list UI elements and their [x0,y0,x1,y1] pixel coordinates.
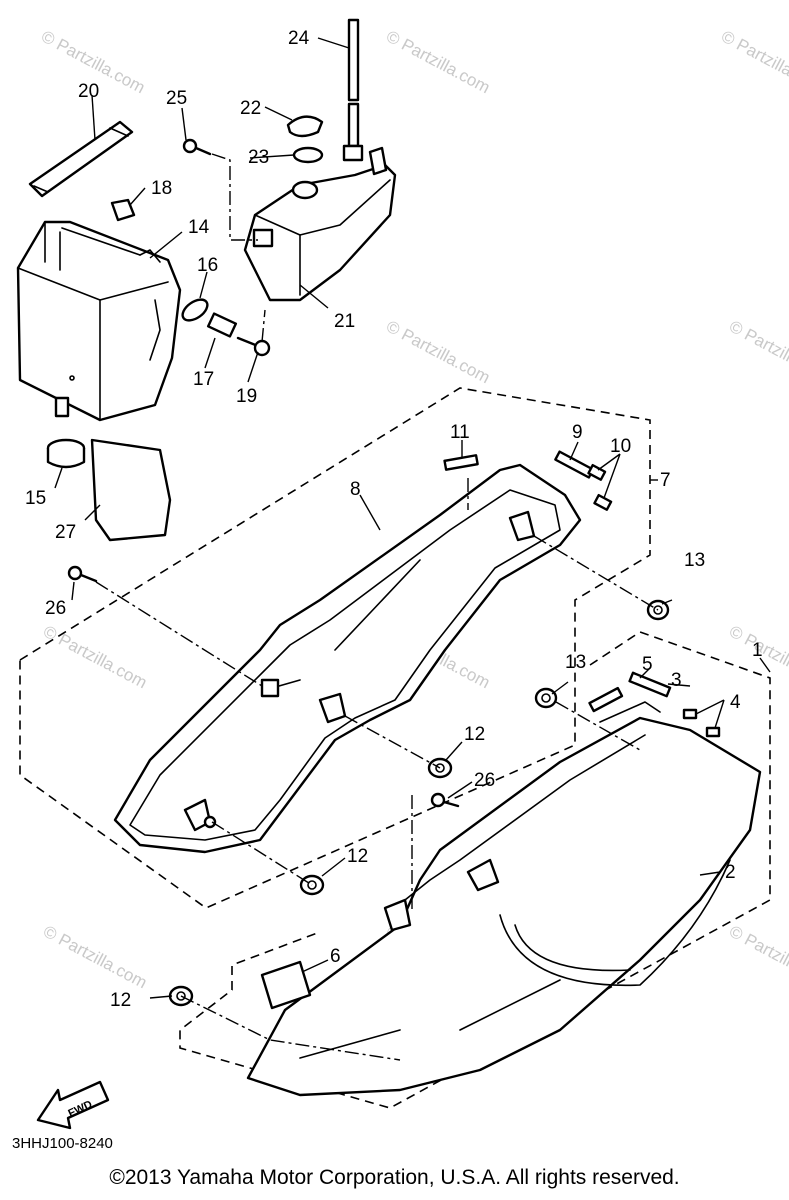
strap [28,120,134,198]
callout-20: 20 [78,81,99,102]
callout-27: 27 [55,522,76,543]
leader-lines [54,37,771,999]
callout-1: 1 [752,640,763,661]
damper [682,708,698,720]
assembly-guide [211,821,313,886]
callout-17: 17 [193,369,214,390]
reservoir-tank [243,146,397,302]
callout-25: 25 [166,88,187,109]
sticker [260,960,312,1010]
assembly-guide [180,995,401,1061]
watermark: © Partzilla.com [383,317,493,388]
pad [628,671,672,698]
callout-9: 9 [572,422,583,443]
grommet [534,687,558,709]
watermark: © Partzilla.com [726,922,789,993]
callout-5: 5 [642,654,653,675]
bolt [182,138,212,156]
pad [588,686,624,713]
pad [443,454,479,471]
callout-26a: 26 [45,598,66,619]
bracket [110,198,136,222]
callout-13b: 13 [565,652,586,673]
callouts: 24 20 25 22 23 18 14 16 17 19 21 15 27 8… [25,28,763,1011]
callout-4: 4 [730,692,741,713]
watermark: © Partzilla.com [40,622,150,693]
side-cover-right [246,701,762,1097]
callout-13a: 13 [684,550,705,571]
callout-2: 2 [725,862,736,883]
callout-6: 6 [330,946,341,967]
callout-10: 10 [610,436,631,457]
callout-12a: 12 [464,724,485,745]
assembly-guide [211,153,258,241]
washer [292,146,324,164]
damper [587,463,607,481]
fwd-arrow-icon: FWD [36,1080,110,1130]
watermark: © Partzilla.com [726,317,789,388]
callout-12b: 12 [347,846,368,867]
callout-21: 21 [334,311,355,332]
callout-18: 18 [151,178,172,199]
callout-19: 19 [236,386,257,407]
drawing-code: 3HHJ100-8240 [12,1135,113,1152]
callout-12c: 12 [110,990,131,1011]
battery-box [16,220,182,422]
callout-15: 15 [25,488,46,509]
screw [67,565,98,583]
damper [46,438,86,469]
damper [593,493,613,511]
group-7-boundary [19,387,651,909]
callout-11: 11 [450,422,470,443]
copyright-notice: ©2013 Yamaha Motor Corporation, U.S.A. A… [109,1166,680,1189]
assembly-guide [95,581,263,687]
callout-16: 16 [197,255,218,276]
screw [430,792,460,808]
watermark: © Partzilla.com [40,922,150,993]
callout-8: 8 [350,479,361,500]
assembly-guide [261,309,266,343]
side-cover-left [113,463,582,854]
assembly-guide [555,701,641,751]
watermark: © Partzilla.com [718,27,789,98]
breather-hose [342,18,364,162]
callout-14: 14 [188,217,210,238]
cap [286,115,324,138]
callout-22: 22 [240,98,261,119]
callout-24: 24 [288,28,310,49]
callout-3: 3 [671,670,682,691]
watermark: © Partzilla.com [383,27,493,98]
assembly-guide [344,715,441,769]
callout-7: 7 [660,470,671,491]
cover-plate [90,438,172,542]
collar-set [181,298,271,357]
callout-23: 23 [248,147,269,168]
callout-26b: 26 [474,770,495,791]
assembly-guide [533,535,659,611]
damper [705,726,721,738]
